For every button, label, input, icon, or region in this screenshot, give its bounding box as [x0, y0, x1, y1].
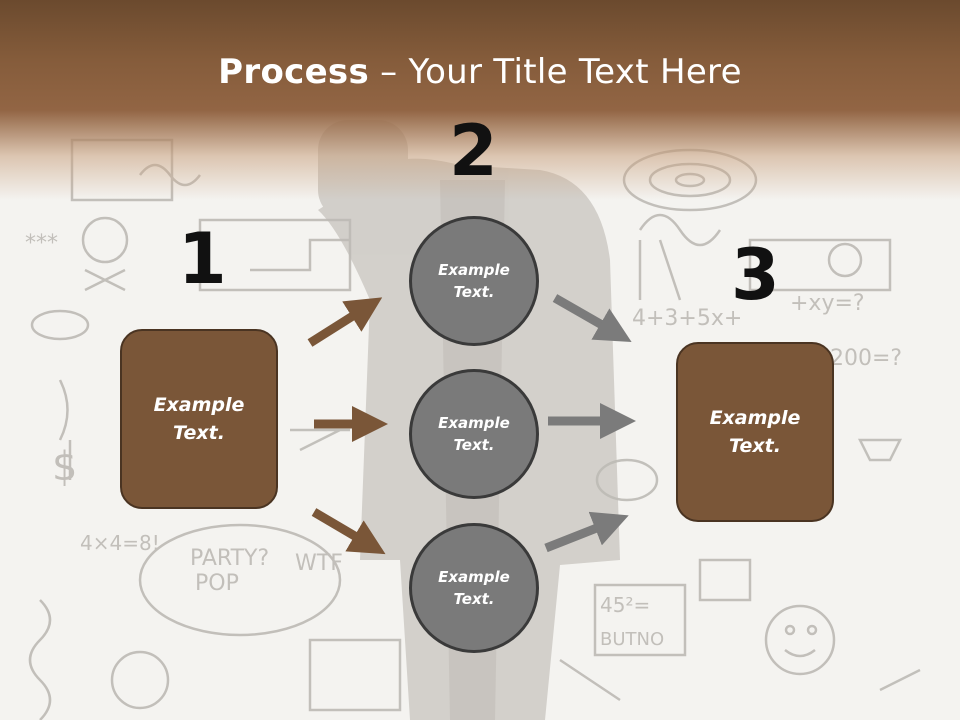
svg-text:+xy=?: +xy=? [790, 291, 865, 316]
svg-text:200=?: 200=? [830, 346, 902, 371]
svg-text:WTF: WTF [295, 551, 343, 576]
step-3-line1: Example [709, 406, 801, 429]
circle-top-line1: Example [438, 260, 510, 279]
step-3-line2: Text. [729, 435, 781, 457]
svg-text:***: *** [25, 231, 58, 256]
svg-text:$: $ [52, 444, 77, 490]
slide-title[interactable]: Process – Your Title Text Here [0, 52, 960, 92]
svg-text:POP: POP [195, 571, 239, 596]
svg-text:4+3+5x+: 4+3+5x+ [632, 306, 742, 331]
circle-bottom-line2: Text. [453, 590, 495, 608]
circle-middle-line2: Text. [453, 436, 495, 454]
step-1-line2: Text. [173, 422, 225, 444]
svg-text:45²=: 45²= [600, 593, 650, 617]
svg-text:BUTNO: BUTNO [600, 629, 664, 650]
title-bold: Process [218, 52, 370, 92]
title-rest: – Your Title Text Here [369, 52, 742, 92]
svg-text:4×4=8!: 4×4=8! [80, 531, 160, 555]
svg-text:PARTY?: PARTY? [190, 546, 269, 571]
arrow-left-to-bottom [311, 508, 386, 555]
arrow-left-to-top [307, 297, 383, 347]
circle-bottom-line1: Example [438, 567, 510, 586]
arrow-top-to-right [552, 294, 632, 342]
step-1-line1: Example [153, 393, 245, 416]
arrow-bottom-to-right [544, 511, 629, 553]
circle-middle-line1: Example [438, 413, 510, 432]
header-banner [0, 0, 960, 200]
step-number-3: 3 [731, 234, 780, 316]
step-number-1: 1 [178, 218, 227, 300]
step-number-2: 2 [449, 110, 498, 192]
circle-top-line2: Text. [453, 283, 495, 301]
